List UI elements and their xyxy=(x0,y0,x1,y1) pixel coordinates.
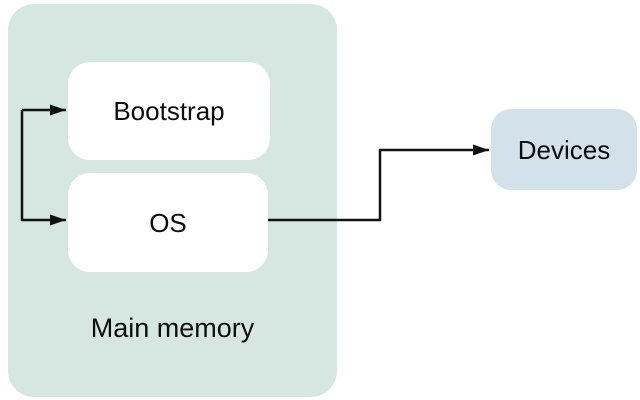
bootstrap-node: Bootstrap xyxy=(68,62,270,160)
devices-node: Devices xyxy=(491,109,637,190)
bootstrap-label: Bootstrap xyxy=(113,96,225,126)
main-memory-label: Main memory xyxy=(90,313,255,343)
os-label: OS xyxy=(149,207,187,238)
os-node: OS xyxy=(68,173,268,272)
devices-label: Devices xyxy=(517,134,611,165)
